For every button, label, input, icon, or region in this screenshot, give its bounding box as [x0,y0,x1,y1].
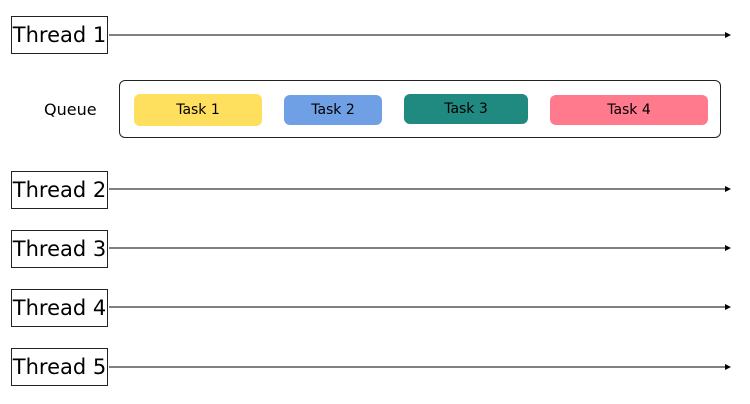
task-3: Task 3 [404,94,528,124]
thread-2-arrow [109,186,731,192]
thread-5-box: Thread 5 [11,348,108,386]
task-1: Task 1 [134,94,262,126]
task-4: Task 4 [550,95,708,125]
thread-5-arrow [109,364,731,370]
thread-1-box: Thread 1 [11,16,108,54]
thread-3-box: Thread 3 [11,230,108,268]
queue-label: Queue [44,100,97,119]
thread-1-arrow [109,32,731,38]
thread-4-arrow [109,304,731,310]
thread-3-arrow [109,245,731,251]
task-2: Task 2 [284,95,382,125]
thread-2-box: Thread 2 [11,171,108,209]
thread-4-box: Thread 4 [11,289,108,327]
